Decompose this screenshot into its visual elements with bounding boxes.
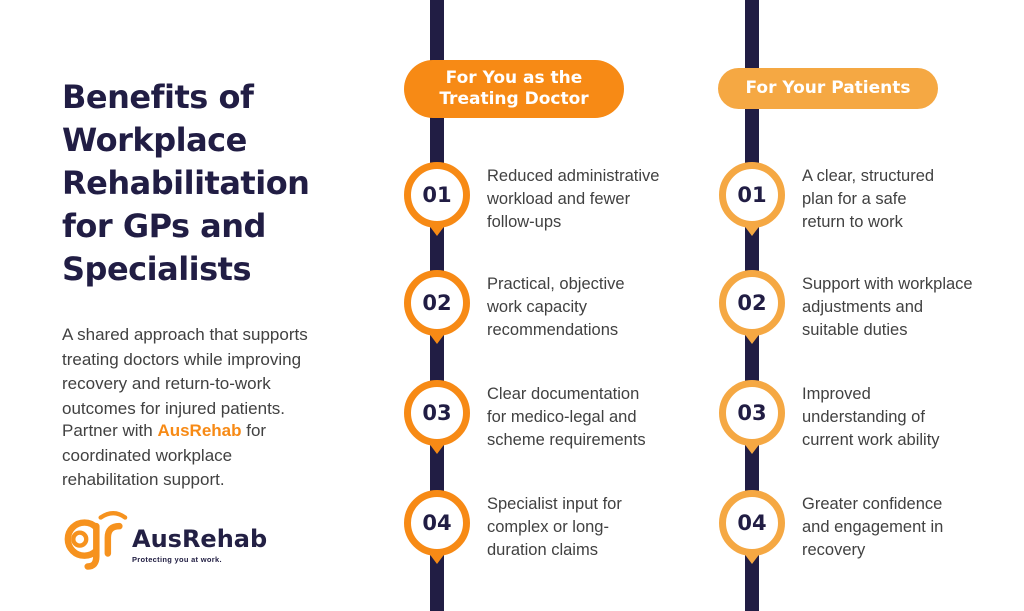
step-badge: 03: [719, 380, 785, 460]
timeline-item: 04 Specialist input for complex or long-…: [404, 490, 694, 564]
brand-name-inline: AusRehab: [157, 421, 242, 440]
step-badge: 02: [719, 270, 785, 350]
step-number-circle: 01: [719, 162, 785, 228]
step-number-circle: 04: [404, 490, 470, 556]
intro-paragraph: A shared approach that supports treating…: [62, 325, 308, 418]
timeline-item: 02 Practical, objective work capacity re…: [404, 270, 694, 344]
step-badge: 01: [404, 162, 470, 242]
step-text: Reduced administrative workload and fewe…: [487, 167, 660, 231]
step-badge: 01: [719, 162, 785, 242]
timeline-item: 01 A clear, structured plan for a safe r…: [719, 162, 1009, 236]
step-badge: 04: [719, 490, 785, 570]
step-badge: 04: [404, 490, 470, 570]
step-number-circle: 02: [719, 270, 785, 336]
logo-text-block: AusRehab Protecting you at work.: [132, 527, 267, 564]
timeline-item: 01 Reduced administrative workload and f…: [404, 162, 694, 236]
partner-paragraph: Partner with AusRehab for coordinated wo…: [62, 419, 372, 493]
partner-prefix: Partner with: [62, 421, 158, 440]
logo-tagline: Protecting you at work.: [132, 555, 222, 564]
step-text: Support with workplace adjustments and s…: [802, 275, 973, 339]
partner-suffix: for coordinated workplace rehabilitation…: [62, 421, 267, 489]
column-header-doctor: For You as the Treating Doctor: [404, 60, 624, 118]
step-number-circle: 01: [404, 162, 470, 228]
logo-brand-text: AusRehab: [132, 525, 268, 553]
step-text: Clear documentation for medico-legal and…: [487, 385, 646, 449]
step-text: Improved understanding of current work a…: [802, 385, 940, 449]
timeline-item: 04 Greater confidence and engagement in …: [719, 490, 1009, 564]
step-text: Practical, objective work capacity recom…: [487, 275, 625, 339]
step-number-circle: 03: [404, 380, 470, 446]
step-text: Greater confidence and engagement in rec…: [802, 495, 944, 559]
step-badge: 02: [404, 270, 470, 350]
step-badge: 03: [404, 380, 470, 460]
timeline-item: 03 Clear documentation for medico-legal …: [404, 380, 694, 454]
ausrehab-logo: AusRehab Protecting you at work.: [56, 500, 267, 584]
timeline-item: 03 Improved understanding of current wor…: [719, 380, 1009, 454]
step-text: A clear, structured plan for a safe retu…: [802, 167, 935, 231]
ausrehab-logo-icon: [64, 511, 128, 570]
column-header-patients: For Your Patients: [718, 68, 938, 109]
step-text: Specialist input for complex or long- du…: [487, 495, 622, 559]
timeline-item: 02 Support with workplace adjustments an…: [719, 270, 1009, 344]
page-title: Benefits of Workplace Rehabilitation for…: [62, 78, 310, 289]
step-number-circle: 04: [719, 490, 785, 556]
step-number-circle: 02: [404, 270, 470, 336]
step-number-circle: 03: [719, 380, 785, 446]
